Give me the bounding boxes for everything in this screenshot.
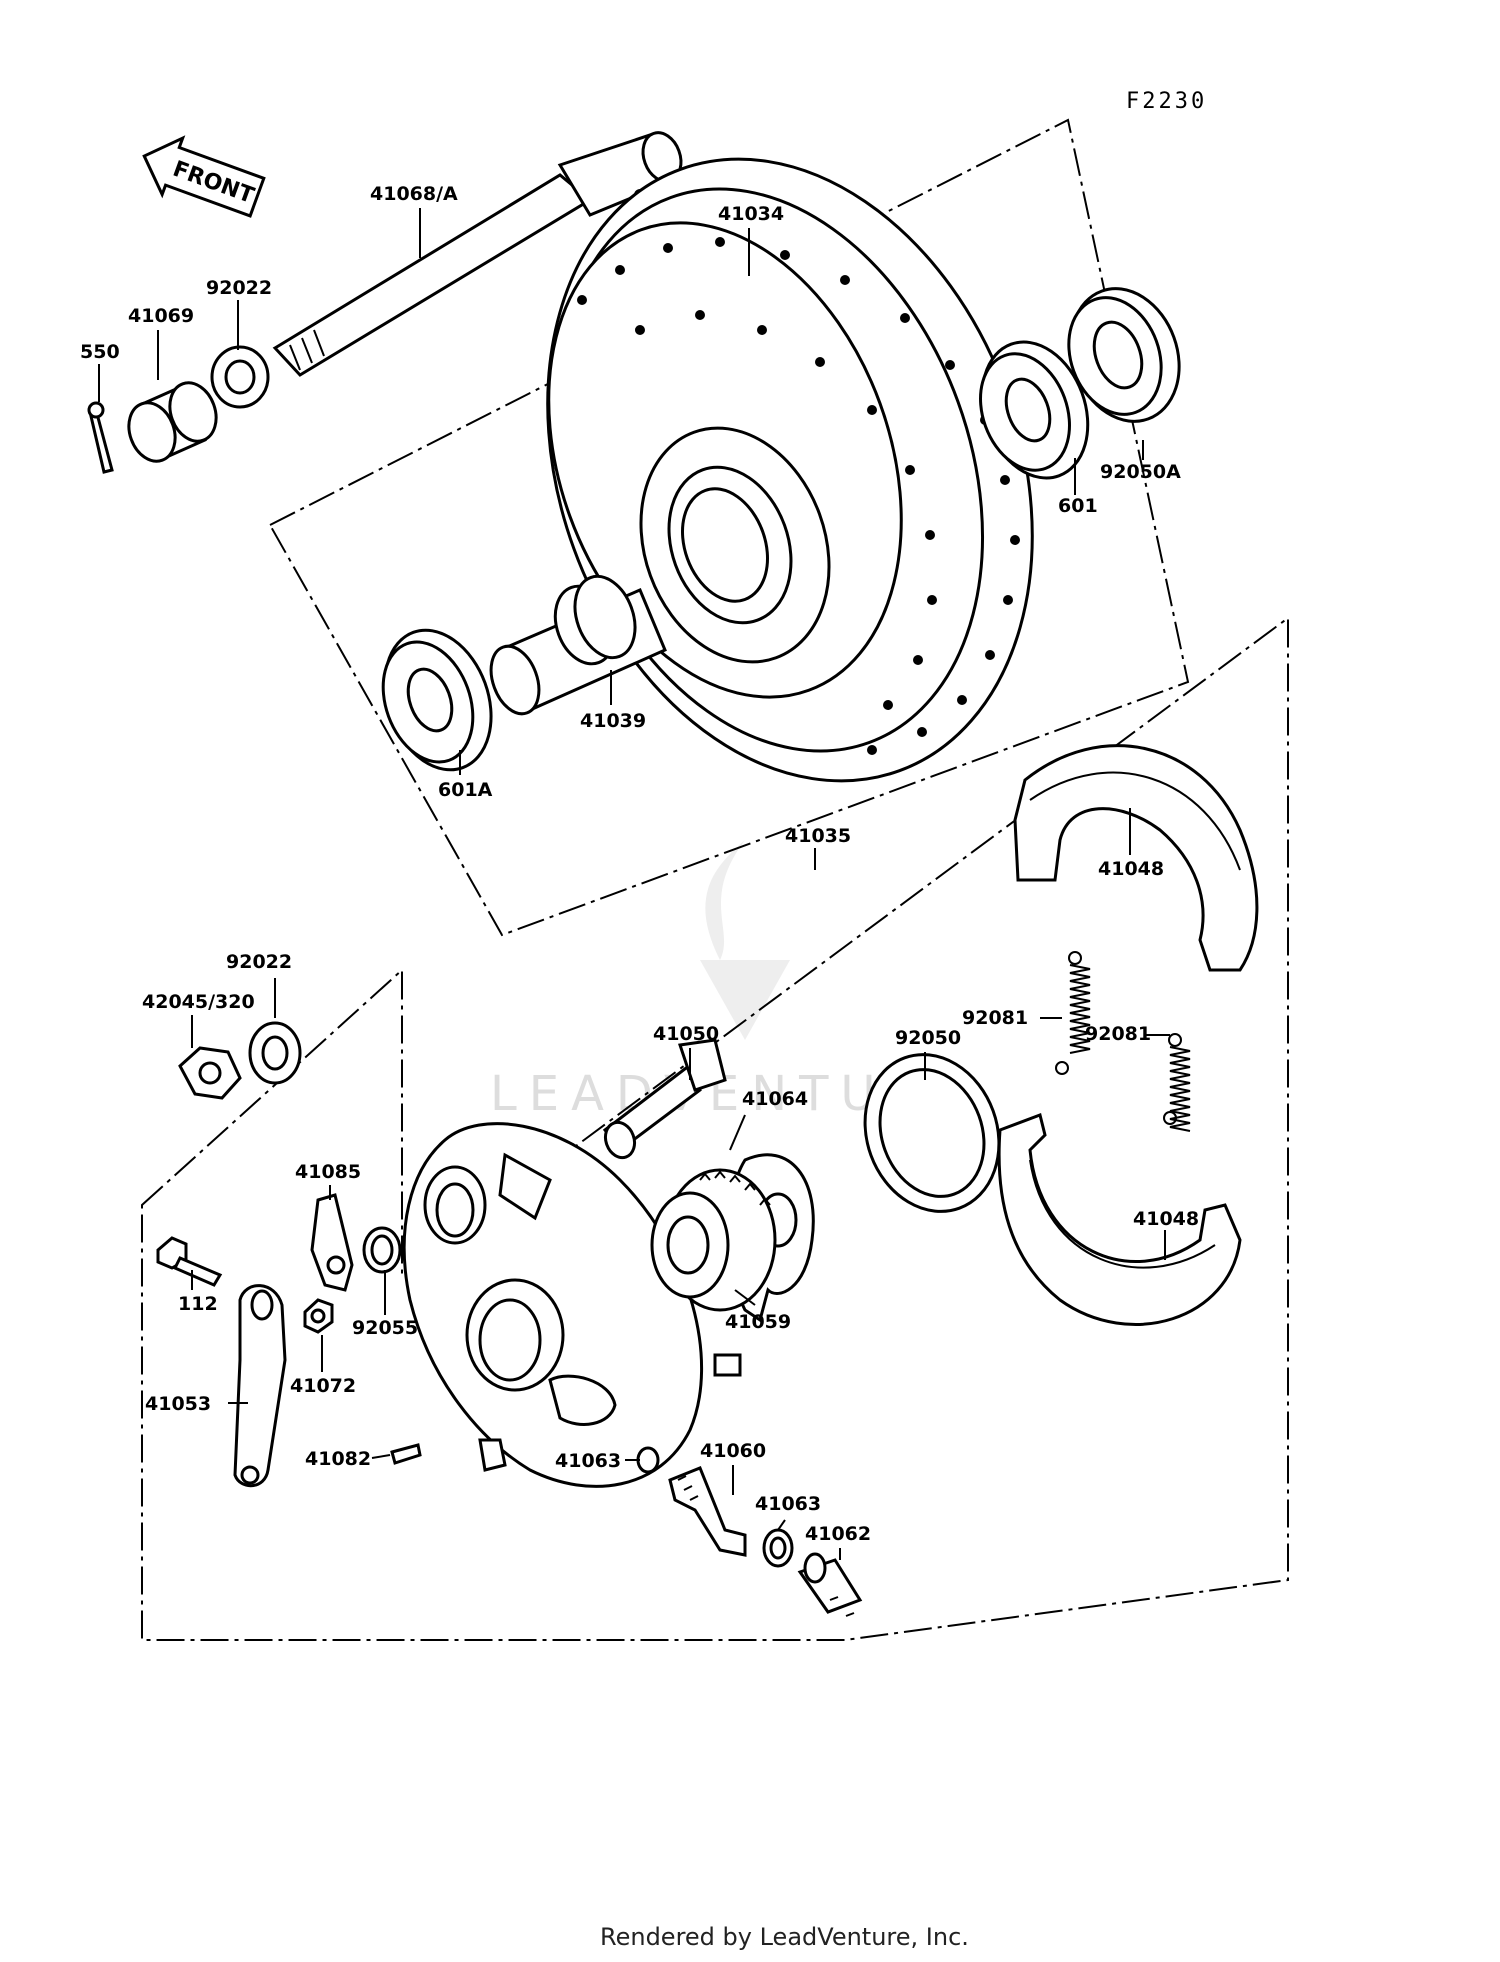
washer-41063-b xyxy=(762,1528,794,1568)
cotter-pin-550 xyxy=(87,401,114,474)
front-arrow-icon: FRONT xyxy=(142,135,266,218)
label-41069: 41069 xyxy=(128,305,194,327)
label-41064: 41064 xyxy=(742,1088,808,1110)
oil-seal-92050a xyxy=(1067,287,1181,423)
pinion-41060 xyxy=(668,1466,747,1557)
label-41072: 41072 xyxy=(290,1375,356,1397)
seal-92050 xyxy=(863,1053,1001,1213)
label-112: 112 xyxy=(178,1293,218,1315)
label-42045-320: 42045/320 xyxy=(142,991,255,1013)
label-41062: 41062 xyxy=(805,1523,871,1545)
washer-92022-top xyxy=(210,345,270,409)
collar-41069 xyxy=(127,381,218,463)
circlip-92055 xyxy=(362,1226,402,1274)
gear-41059 xyxy=(650,1168,777,1312)
label-41053: 41053 xyxy=(145,1393,211,1415)
label-92081-b: 92081 xyxy=(1085,1023,1151,1045)
label-41050: 41050 xyxy=(653,1023,719,1045)
label-41034: 41034 xyxy=(718,203,784,225)
label-92081-a: 92081 xyxy=(962,1007,1028,1029)
label-41060: 41060 xyxy=(700,1440,766,1462)
label-550: 550 xyxy=(80,341,120,363)
gear-41050 xyxy=(602,1038,727,1160)
label-41035: 41035 xyxy=(785,825,851,847)
label-41082: 41082 xyxy=(305,1448,371,1470)
pin-41082 xyxy=(390,1443,422,1465)
spring-92081-a xyxy=(1055,951,1091,1075)
nut-42045-320 xyxy=(178,1046,242,1100)
bearing-601 xyxy=(979,340,1090,480)
nut-41072 xyxy=(303,1298,334,1334)
distance-collar-41039 xyxy=(489,574,667,716)
spring-92081-b xyxy=(1163,1033,1191,1132)
label-92022-top: 92022 xyxy=(206,277,272,299)
label-41063-b: 41063 xyxy=(755,1493,821,1515)
bushing-41062 xyxy=(797,1552,863,1617)
bearing-601a xyxy=(381,628,493,772)
label-41048-top: 41048 xyxy=(1098,858,1164,880)
brake-panel-box xyxy=(141,616,1289,1641)
label-601a: 601A xyxy=(438,779,493,801)
stopper-41085 xyxy=(310,1193,354,1292)
label-41063-a: 41063 xyxy=(555,1450,621,1472)
figure-code: F2230 xyxy=(1126,89,1207,114)
brake-panel xyxy=(402,1122,742,1488)
bolt-112 xyxy=(156,1236,223,1287)
label-41068a: 41068/A xyxy=(370,183,458,205)
front-axle xyxy=(272,131,683,377)
footer-credit: Rendered by LeadVenture, Inc. xyxy=(600,1923,969,1951)
washer-92022-mid xyxy=(248,1021,302,1085)
brake-shoe-41048-bottom xyxy=(997,1113,1242,1326)
label-92022-mid: 92022 xyxy=(226,951,292,973)
brake-shoe-41048-top xyxy=(1013,744,1259,972)
wheel-hub-41034 xyxy=(546,157,1034,783)
label-92055: 92055 xyxy=(352,1317,418,1339)
label-601: 601 xyxy=(1058,495,1098,517)
label-41039: 41039 xyxy=(580,710,646,732)
part-labels: 41068/A 41034 41069 92022 550 601 92050A… xyxy=(80,183,1199,1545)
leader-lines xyxy=(98,208,1170,1560)
lever-41053 xyxy=(233,1284,287,1488)
label-41048-bottom: 41048 xyxy=(1133,1208,1199,1230)
label-41085: 41085 xyxy=(295,1161,361,1183)
label-92050: 92050 xyxy=(895,1027,961,1049)
label-92050a: 92050A xyxy=(1100,461,1181,483)
label-41059: 41059 xyxy=(725,1311,791,1333)
